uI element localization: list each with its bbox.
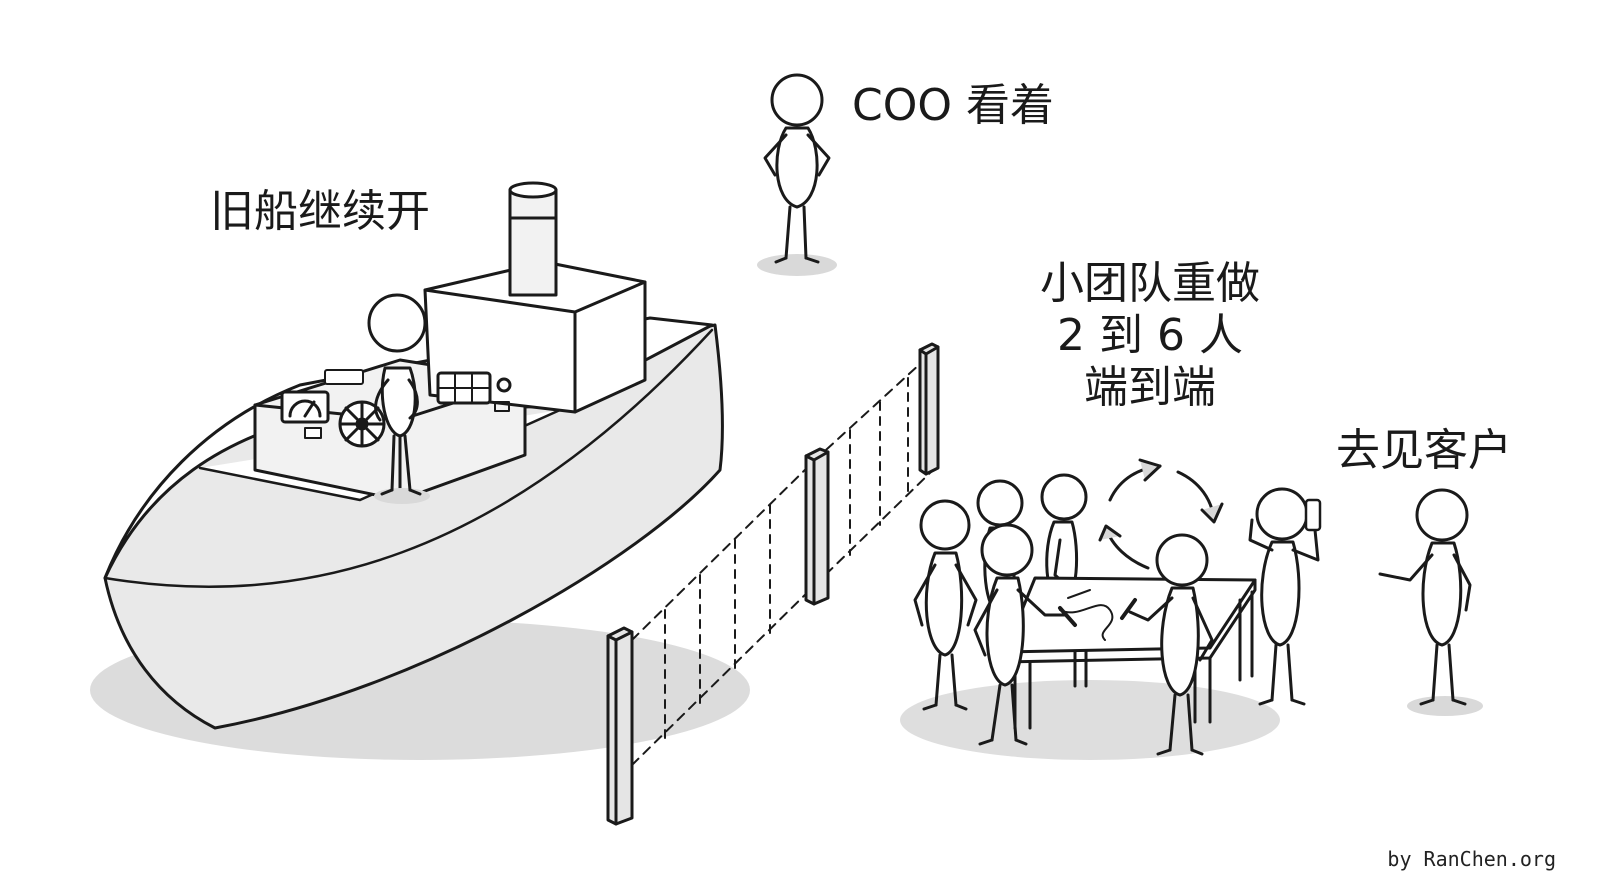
team-member <box>973 523 1067 746</box>
ship-chimney <box>508 181 558 297</box>
customer-figure <box>1378 488 1483 716</box>
control-grid-icon <box>436 371 512 412</box>
cycle-arrows-icon <box>1098 458 1224 570</box>
dashed-fence <box>606 342 940 826</box>
customer-label: 去见客户 <box>1336 425 1512 476</box>
small-team-label-line2: 2 到 6 人 <box>1057 309 1243 361</box>
fence-post <box>606 626 634 826</box>
steering-wheel-icon <box>338 400 386 448</box>
old-ship-label: 旧船继续开 <box>210 186 430 237</box>
small-team-label-line3: 端到端 <box>1084 361 1216 413</box>
coo-label: COO 看着 <box>852 80 1054 131</box>
small-team-label-line1: 小团队重做 <box>1040 258 1260 309</box>
fence-post <box>918 342 940 476</box>
phone-icon <box>1304 498 1322 532</box>
old-ship <box>90 181 750 760</box>
fence-post <box>804 447 830 606</box>
small-team-label: 小团队重做 2 到 6 人 端到端 <box>1030 258 1270 414</box>
captain-figure <box>367 293 430 504</box>
team-member <box>1128 533 1214 756</box>
team-group <box>900 458 1322 760</box>
coo-figure <box>757 73 837 276</box>
credit-watermark: by RanChen.org <box>1387 847 1556 871</box>
team-member-on-phone <box>1248 487 1322 706</box>
team-member <box>913 499 978 711</box>
gauge-icon <box>280 390 330 424</box>
